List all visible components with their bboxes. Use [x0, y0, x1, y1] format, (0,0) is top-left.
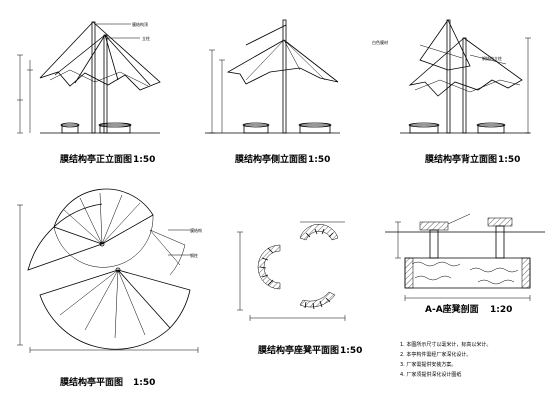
svg-text:钢柱: 钢柱 [190, 252, 198, 258]
front-elevation: 膜结构顶 立柱 膜结构亭正立面图 1:50 [17, 21, 161, 165]
plan-view-title: 膜结构亭平面图 [59, 376, 123, 388]
note-1: 1. 本图所示尺寸以毫米计，标高以米计。 [400, 341, 491, 348]
plan-view: 膜结构 钢柱 膜结构亭平面图 1:50 [17, 188, 202, 388]
svg-text:膜结构: 膜结构 [190, 227, 202, 233]
back-elevation-scale: 1:50 [498, 155, 520, 165]
svg-text:白色膜材: 白色膜材 [372, 39, 388, 45]
note-4: 4. 厂家须提供深化设计图纸 [400, 371, 461, 378]
section-a-a: A-A座凳剖面 1:20 [385, 213, 545, 315]
svg-text:膜结构顶: 膜结构顶 [132, 21, 148, 27]
note-3: 3. 厂家需提供安装方案。 [400, 361, 456, 368]
front-elevation-title: 膜结构亭正立面图 [59, 153, 132, 165]
seat-plan: 膜结构亭座凳平面图 1:50 [237, 221, 362, 356]
svg-text:立柱: 立柱 [142, 35, 150, 41]
side-elevation-scale: 1:50 [308, 155, 330, 165]
svg-text:钢结构立柱: 钢结构立柱 [482, 55, 502, 61]
back-elevation: 白色膜材 钢结构立柱 膜结构亭背立面图 1:50 [372, 19, 531, 165]
notes-block: 1. 本图所示尺寸以毫米计，标高以米计。 2. 本亭构件需经厂家深化设计。 3.… [400, 341, 491, 378]
section-title: A-A座凳剖面 [425, 303, 479, 315]
side-elevation: 膜结构亭侧立面图 1:50 [205, 19, 340, 165]
seat-plan-title: 膜结构亭座凳平面图 [257, 344, 339, 356]
side-elevation-title: 膜结构亭侧立面图 [234, 153, 307, 165]
plan-view-scale: 1:50 [133, 378, 155, 388]
front-elevation-scale: 1:50 [133, 155, 155, 165]
note-2: 2. 本亭构件需经厂家深化设计。 [400, 351, 471, 358]
back-elevation-title: 膜结构亭背立面图 [424, 153, 497, 165]
seat-plan-scale: 1:50 [340, 346, 362, 356]
section-scale: 1:20 [490, 305, 512, 315]
